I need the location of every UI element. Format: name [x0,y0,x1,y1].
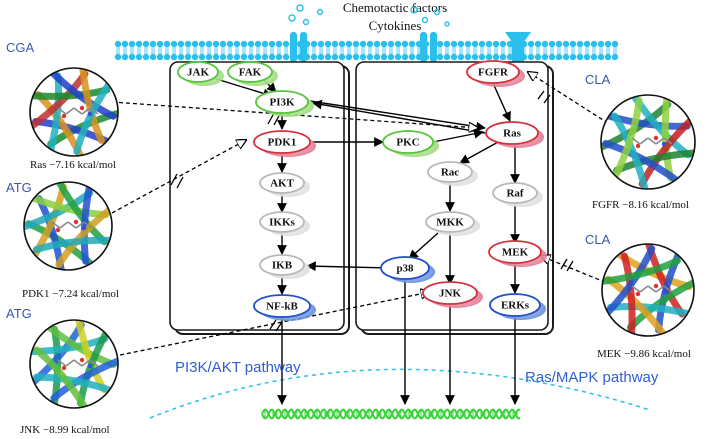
ras-mapk-pathway-label: Ras/MAPK pathway [525,369,659,386]
header-chemotactic-factors: Chemotactic factors [343,0,447,15]
protein-ligand-docking-icon [29,67,119,157]
node-p38: p38 [380,256,435,283]
docking-panel-5: CLA MEK −9.86 kcal/mol [585,232,695,360]
break-marks [170,90,574,332]
node-pdk1-label: PDK1 [268,137,297,149]
node-nfkb-label: NF-kB [266,301,298,313]
node-jak-label: JAK [187,67,209,79]
node-fak: FAK [227,61,278,86]
node-mkk-label: MKK [436,217,464,229]
node-pi3k: PI3K [255,90,314,117]
node-pkc: PKC [382,130,439,157]
node-ikb-label: IKB [272,260,293,272]
docking-panel-3: ATG JNK −8.99 kcal/mol [6,306,119,436]
node-fgfr: FGFR [466,60,525,87]
node-raf-label: Raf [506,188,523,200]
node-raf: Raf [492,182,543,207]
node-pkc-label: PKC [396,137,419,149]
drug-label: CLA [585,232,611,247]
header-cytokines: Cytokines [369,18,422,33]
docking-panel-1: CGA Ras −7.16 kcal/mol [6,40,119,171]
node-ikks: IKKs [259,211,310,236]
binding-energy-caption: PDK1 −7.24 kcal/mol [22,288,119,300]
node-pi3k-label: PI3K [269,97,295,109]
node-nfkb: NF-kB [253,294,316,321]
node-rac-label: Rac [441,167,459,179]
node-erks: ERKs [489,293,546,320]
signaling-arrows [212,77,520,405]
cell-membrane [114,40,619,61]
protein-ligand-docking-icon [29,319,119,409]
protein-ligand-docking-icon [600,94,696,190]
docking-panel-4: CLA FGFR −8.16 kcal/mol [585,72,696,211]
node-fgfr-label: FGFR [478,67,509,79]
drug-label: CLA [585,72,611,87]
node-fak-label: FAK [239,67,262,79]
node-jak: JAK [177,61,224,86]
membrane-receptor-icon [290,32,531,62]
node-mek-label: MEK [502,247,529,259]
node-pdk1: PDK1 [253,130,316,157]
node-akt: AKT [259,172,310,197]
node-akt-label: AKT [270,178,295,190]
binding-energy-caption: JNK −8.99 kcal/mol [20,424,110,436]
node-jnk: JNK [422,281,483,308]
protein-ligand-docking-icon [23,181,113,271]
node-ikb: IKB [259,254,310,279]
binding-energy-caption: FGFR −8.16 kcal/mol [592,199,689,211]
node-ras-label: Ras [503,128,521,140]
drug-label: ATG [6,306,32,321]
drug-label: ATG [6,180,32,195]
protein-ligand-docking-icon [601,243,695,337]
ligand-bubbles-icon [288,4,450,27]
node-erks-label: ERKs [501,300,530,312]
node-mkk: MKK [425,211,480,236]
node-mek: MEK [488,240,547,267]
node-rac: Rac [427,161,478,186]
node-ras: Ras [485,121,544,148]
drug-label: CGA [6,40,35,55]
node-jnk-label: JNK [439,288,461,300]
dna-helix-icon [261,408,521,420]
binding-energy-caption: MEK −9.86 kcal/mol [597,348,691,360]
node-ikks-label: IKKs [269,217,295,229]
binding-energy-caption: Ras −7.16 kcal/mol [30,159,116,171]
pi3k-akt-pathway-label: PI3K/AKT pathway [175,359,301,376]
docking-panel-2: ATG PDK1 −7.24 kcal/mol [6,180,119,300]
node-p38-label: p38 [396,263,414,275]
nucleus-boundary [149,368,651,419]
